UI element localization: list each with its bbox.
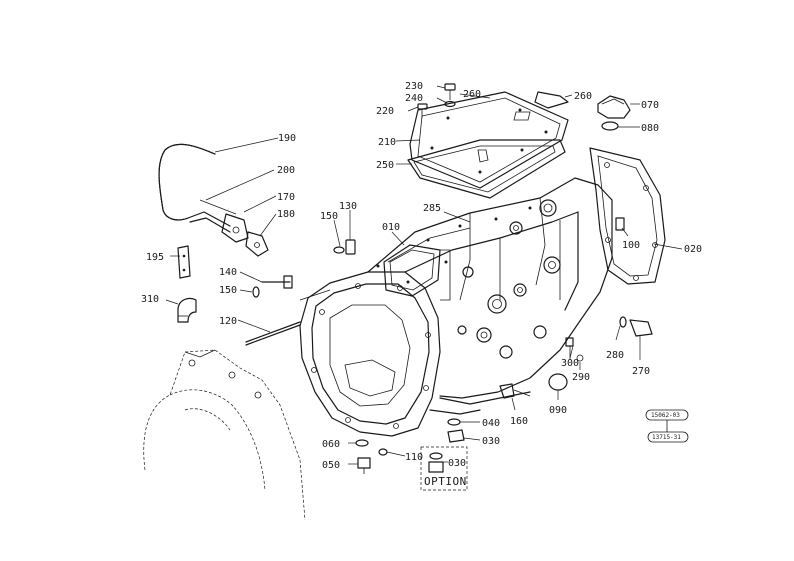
drain-fitting [499,383,531,399]
small-plug [378,448,388,456]
rear-plug [619,316,653,337]
callout-070: 070 [641,100,659,111]
callout-060: 060 [322,439,340,450]
transmission-case [299,147,666,437]
stamp-top: 15062-03 [651,412,680,419]
leader-lines [165,85,683,465]
callout-030-main: 030 [482,436,500,447]
drain-plug [447,418,465,443]
side-plug [548,373,568,391]
callout-190: 190 [278,133,296,144]
callout-240: 240 [405,93,423,104]
callout-180: 180 [277,209,295,220]
bolt-and-stud [245,275,301,346]
callout-260-left: 260 [463,89,481,100]
callout-140: 140 [219,267,237,278]
callout-040: 040 [482,418,500,429]
callout-160: 160 [510,416,528,427]
dowel-pin [615,217,625,231]
callout-300: 300 [561,358,579,369]
top-cover-plate [409,91,569,189]
gasket [407,139,566,199]
callout-310: 310 [141,294,159,305]
callout-260-right: 260 [574,91,592,102]
callout-285: 285 [423,203,441,214]
reference-stamps: 15062-03 13715-31 [645,409,689,443]
callout-100: 100 [622,240,640,251]
callout-195: 195 [146,252,164,263]
callout-030-option: 030 [448,458,466,469]
callout-220: 220 [376,106,394,117]
cover-bolts [417,83,456,118]
stamp-bottom: 13715-31 [652,434,681,441]
option-drain-plug [420,446,468,491]
oil-filler-cap [597,95,631,131]
callout-170: 170 [277,192,295,203]
callout-270: 270 [632,366,650,377]
callout-150-left: 150 [219,285,237,296]
callout-200: 200 [277,165,295,176]
callout-210: 210 [378,137,396,148]
callout-010: 010 [382,222,400,233]
callout-280: 280 [606,350,624,361]
callout-labels: 230 240 220 260 260 070 080 190 210 250 … [141,81,702,488]
callout-130: 130 [339,201,357,212]
callout-090: 090 [549,405,567,416]
plug-left [355,439,371,474]
option-label: OPTION [424,475,467,488]
callout-050: 050 [322,460,340,471]
engine-flywheel-housing [143,349,306,521]
callout-150-top: 150 [320,211,338,222]
breather-hose [158,143,231,233]
stud-top [333,239,356,255]
callout-290: 290 [572,372,590,383]
hose-flange [199,199,269,257]
bracket [177,245,191,279]
callout-120: 120 [219,316,237,327]
callout-250: 250 [376,160,394,171]
callout-230: 230 [405,81,423,92]
callout-110: 110 [405,452,423,463]
callout-020: 020 [684,244,702,255]
elbow-fitting [177,297,197,323]
small-plate [513,91,569,121]
callout-080: 080 [641,123,659,134]
